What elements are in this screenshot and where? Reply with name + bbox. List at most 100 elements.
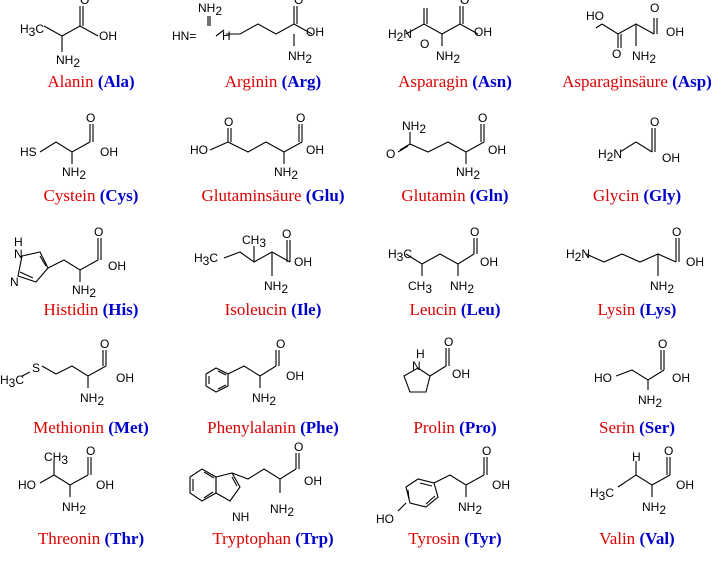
svg-text:HO: HO: [594, 371, 612, 385]
caption-glutamin: Glutamin (Gln): [364, 186, 546, 206]
structure-histidin: H N N O OH NH2: [10, 225, 126, 300]
svg-text:NH2: NH2: [642, 500, 666, 517]
svg-text:HO: HO: [18, 478, 36, 492]
structure-arginin: NH2 HN= H O OH NH2: [172, 0, 324, 66]
svg-text:H: H: [222, 29, 231, 43]
cell-asparagin: H2N O O OH NH2 Asparagin (Asn): [364, 0, 546, 118]
cell-valin: H3C H O OH NH2 Valin (Val): [546, 444, 728, 567]
svg-text:NH2: NH2: [274, 165, 298, 182]
svg-text:O: O: [86, 111, 95, 125]
svg-text:O: O: [444, 335, 453, 349]
caption-tryptophan: Tryptophan (Trp): [182, 529, 364, 549]
svg-text:OH: OH: [286, 369, 304, 383]
svg-text:OH: OH: [666, 25, 684, 39]
amino-acid-code: (Glu): [305, 186, 345, 205]
svg-text:H3C: H3C: [590, 486, 614, 503]
structure-lysin: H2N O OH NH2: [566, 225, 704, 296]
svg-text:NH2: NH2: [80, 391, 104, 408]
amino-acid-name: Tyrosin: [408, 529, 460, 548]
caption-isoleucin: Isoleucin (Ile): [182, 300, 364, 320]
cell-leucin: H3C CH3 O OH NH2 Leucin (Leu): [364, 225, 546, 350]
structure-asparaginsaeure: HO O O OH NH2: [586, 1, 684, 66]
svg-text:S: S: [32, 361, 40, 375]
svg-text:NH2: NH2: [458, 500, 482, 517]
svg-text:N: N: [10, 275, 19, 289]
svg-text:O: O: [672, 225, 681, 239]
structure-cystein: HS O OH NH2: [20, 111, 118, 182]
amino-acid-code: (Leu): [460, 300, 501, 319]
structure-leucin: H3C CH3 O OH NH2: [388, 225, 498, 296]
svg-text:O: O: [294, 0, 303, 7]
svg-text:O: O: [482, 444, 491, 458]
amino-acid-name: Glycin: [592, 186, 640, 205]
caption-serin: Serin (Ser): [546, 418, 728, 438]
svg-text:OH: OH: [474, 25, 492, 39]
caption-glutaminsaeure: Glutaminsäure (Glu): [182, 186, 364, 206]
cell-glycin: H2N O OH Glycin (Gly): [546, 115, 728, 236]
caption-glycin: Glycin (Gly): [546, 186, 728, 206]
cell-isoleucin: H3C CH3 O OH NH2 Isoleucin (Ile): [182, 227, 364, 350]
amino-acid-code: (Met): [108, 418, 149, 437]
amino-acid-name: Tryptophan: [212, 529, 292, 548]
amino-acid-name: Asparaginsäure: [562, 72, 668, 91]
svg-text:NH2: NH2: [402, 119, 426, 136]
structure-valin: H3C H O OH NH2: [590, 444, 694, 517]
svg-text:H: H: [632, 450, 641, 464]
structure-tyrosin: HO O OH NH2: [376, 444, 510, 526]
cell-arginin: NH2 HN= H O OH NH2 Arginin (Arg): [172, 0, 364, 118]
svg-text:NH2: NH2: [198, 1, 222, 18]
svg-text:NH2: NH2: [62, 165, 86, 182]
cell-serin: HO O OH NH2 Serin (Ser): [546, 337, 728, 464]
amino-acid-code: (Val): [639, 529, 675, 548]
svg-text:NH2: NH2: [456, 165, 480, 182]
structure-glycin: H2N O OH: [598, 115, 680, 165]
structure-isoleucin: H3C CH3 O OH NH2: [194, 227, 312, 296]
cell-alanin: H3C O OH NH2 Alanin (Ala): [0, 0, 182, 118]
svg-text:O: O: [294, 440, 303, 454]
structure-tryptophan: NH O OH NH2: [189, 440, 322, 524]
svg-text:OH: OH: [306, 25, 324, 39]
svg-text:NH2: NH2: [632, 49, 656, 66]
svg-text:N: N: [412, 359, 421, 373]
svg-text:OH: OH: [99, 29, 117, 43]
svg-text:HO: HO: [376, 512, 394, 526]
caption-threonin: Threonin (Thr): [0, 529, 182, 549]
svg-text:OH: OH: [480, 255, 498, 269]
cell-glutamin: NH2 O O OH NH2 Glutamin (Gln): [364, 111, 546, 236]
svg-text:NH: NH: [232, 510, 249, 524]
svg-text:O: O: [612, 47, 621, 61]
svg-text:H3C: H3C: [20, 22, 44, 39]
svg-text:OH: OH: [672, 371, 690, 385]
svg-text:O: O: [470, 225, 479, 239]
amino-acid-name: Methionin: [33, 418, 104, 437]
svg-text:O: O: [478, 111, 487, 125]
svg-text:OH: OH: [116, 371, 134, 385]
caption-tyrosin: Tyrosin (Tyr): [364, 529, 546, 549]
svg-text:OH: OH: [452, 367, 470, 381]
amino-acid-name: Alanin: [47, 72, 94, 91]
svg-text:O: O: [80, 0, 89, 7]
cell-tyrosin: HO O OH NH2 Tyrosin (Tyr): [364, 444, 546, 567]
svg-text:NH2: NH2: [288, 49, 312, 66]
amino-acid-name: Valin: [599, 529, 636, 548]
amino-acid-code: (Cys): [99, 186, 139, 205]
svg-text:HN=: HN=: [172, 29, 196, 43]
structure-methionin: H3C S O OH NH2: [0, 337, 134, 408]
svg-text:OH: OH: [686, 255, 704, 269]
structure-glutamin: NH2 O O OH NH2: [386, 111, 506, 182]
svg-text:O: O: [296, 111, 305, 125]
structure-threonin: HO CH3 O OH NH2: [18, 444, 114, 517]
svg-text:HS: HS: [20, 145, 37, 159]
cell-histidin: H N N O OH NH2 Histidin (His): [0, 225, 182, 350]
structure-prolin: H N O OH: [403, 335, 470, 393]
svg-text:OH: OH: [100, 145, 118, 159]
structure-serin: HO O OH NH2: [594, 337, 690, 410]
svg-text:NH2: NH2: [270, 502, 294, 519]
structure-asparagin: H2N O O OH NH2: [388, 0, 492, 66]
cell-methionin: H3C S O OH NH2 Methionin (Met): [0, 337, 182, 464]
amino-acid-name: Glutaminsäure: [201, 186, 302, 205]
svg-text:OH: OH: [662, 151, 680, 165]
amino-acid-code: (Phe): [300, 418, 339, 437]
svg-text:NH2: NH2: [72, 283, 96, 300]
svg-text:H3C: H3C: [194, 251, 218, 268]
